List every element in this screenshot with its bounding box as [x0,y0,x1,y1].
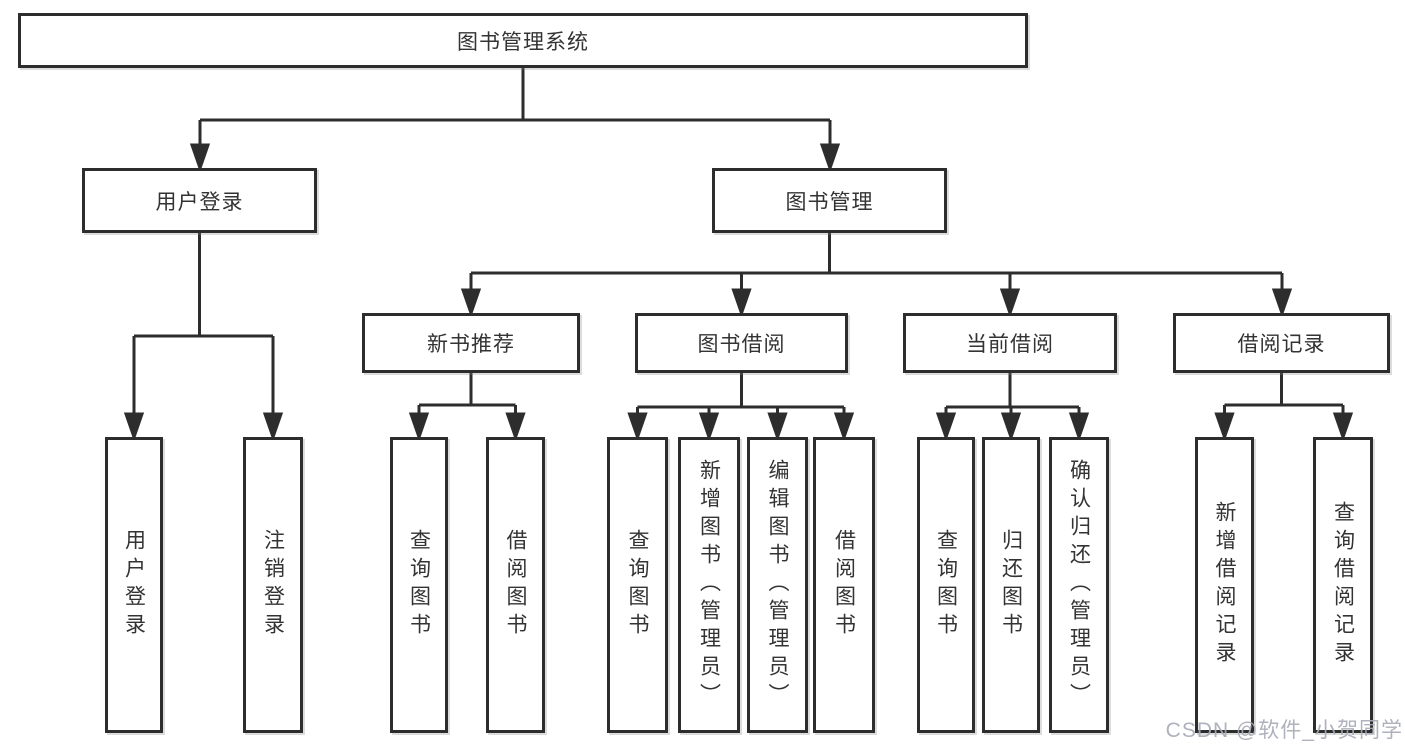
connector-book-borrowing-to-leaves [627,373,855,442]
arrowhead-icon [189,143,211,173]
leaf-add-book-admin: 新增图书（管理员） [678,437,740,733]
node-label: 归还图书 [999,529,1023,641]
node-current-borrowing: 当前借阅 [903,313,1117,373]
csdn-watermark: CSDN @软件_小贺同学 [1165,719,1403,742]
leaf-query-books-3: 查询图书 [917,437,975,733]
connector-user-login-to-leaves [123,233,284,442]
node-library-management-system: 图书管理系统 [18,13,1028,68]
arrowhead-icon [698,412,720,442]
connector-current-borrowing-to-leaves [935,373,1090,442]
node-label: 查询图书 [626,529,649,641]
node-label: 图书借阅 [697,333,786,356]
node-new-book-recommendation: 新书推荐 [362,313,580,373]
leaf-borrow-books: 借阅图书 [486,437,545,733]
node-label: 借阅图书 [832,529,856,641]
arrowhead-icon [1068,412,1090,442]
arrowhead-icon [767,412,788,442]
node-book-borrowing: 图书借阅 [635,313,848,373]
node-label: 图书管理 [785,190,874,214]
node-label: 查询借阅记录 [1331,501,1355,669]
node-user-login: 用户登录 [82,168,317,233]
arrowhead-icon [408,412,430,442]
arrowhead-icon [123,412,145,442]
arrowhead-icon [731,288,752,318]
node-label: 编辑图书（管理员） [766,459,789,711]
node-label: 图书管理系统 [457,30,589,54]
leaf-borrow-books-2: 借阅图书 [813,437,875,733]
connector-borrowing-records-to-leaves [1214,373,1354,442]
leaf-return-books: 归还图书 [982,437,1040,733]
arrowhead-icon [935,412,957,442]
node-borrowing-records: 借阅记录 [1173,313,1390,373]
leaf-add-borrow-record: 新增借阅记录 [1195,437,1254,733]
node-label: 查询图书 [407,529,431,641]
node-book-management: 图书管理 [712,168,947,233]
node-label: 查询图书 [934,529,958,641]
arrowhead-icon [505,412,526,442]
node-label: 当前借阅 [966,333,1054,356]
leaf-confirm-return-admin: 确认归还（管理员） [1049,437,1109,733]
arrowhead-icon [999,288,1021,318]
arrowhead-icon [460,288,482,318]
leaf-logout: 注销登录 [243,437,303,733]
node-label: 新增图书（管理员） [697,459,721,711]
arrowhead-icon [262,412,284,442]
node-label: 新增借阅记录 [1213,501,1236,669]
node-label: 确认归还（管理员） [1067,459,1091,711]
node-label: 借阅记录 [1237,333,1326,356]
node-label: 借阅图书 [504,529,527,641]
leaf-query-books: 查询图书 [390,437,448,733]
node-label: 用户登录 [155,190,244,214]
arrowhead-icon [1214,412,1235,442]
node-label: 新书推荐 [427,333,515,356]
leaf-query-books-2: 查询图书 [607,437,668,733]
arrowhead-icon [819,143,841,173]
arrowhead-icon [627,412,648,442]
arrowhead-icon [1332,412,1354,442]
connector-root-to-level2 [189,68,841,173]
leaf-edit-book-admin: 编辑图书（管理员） [747,437,808,733]
connector-book-management-to-level3 [460,233,1293,318]
leaf-user-login: 用户登录 [105,437,163,733]
leaf-query-borrow-record: 查询借阅记录 [1313,437,1373,733]
arrowhead-icon [1271,288,1293,318]
arrowhead-icon [833,412,855,442]
node-label: 用户登录 [122,529,146,641]
node-label: 注销登录 [261,529,285,641]
connector-new-book-recommendation-to-leaves [408,373,526,442]
arrowhead-icon [1000,412,1022,442]
